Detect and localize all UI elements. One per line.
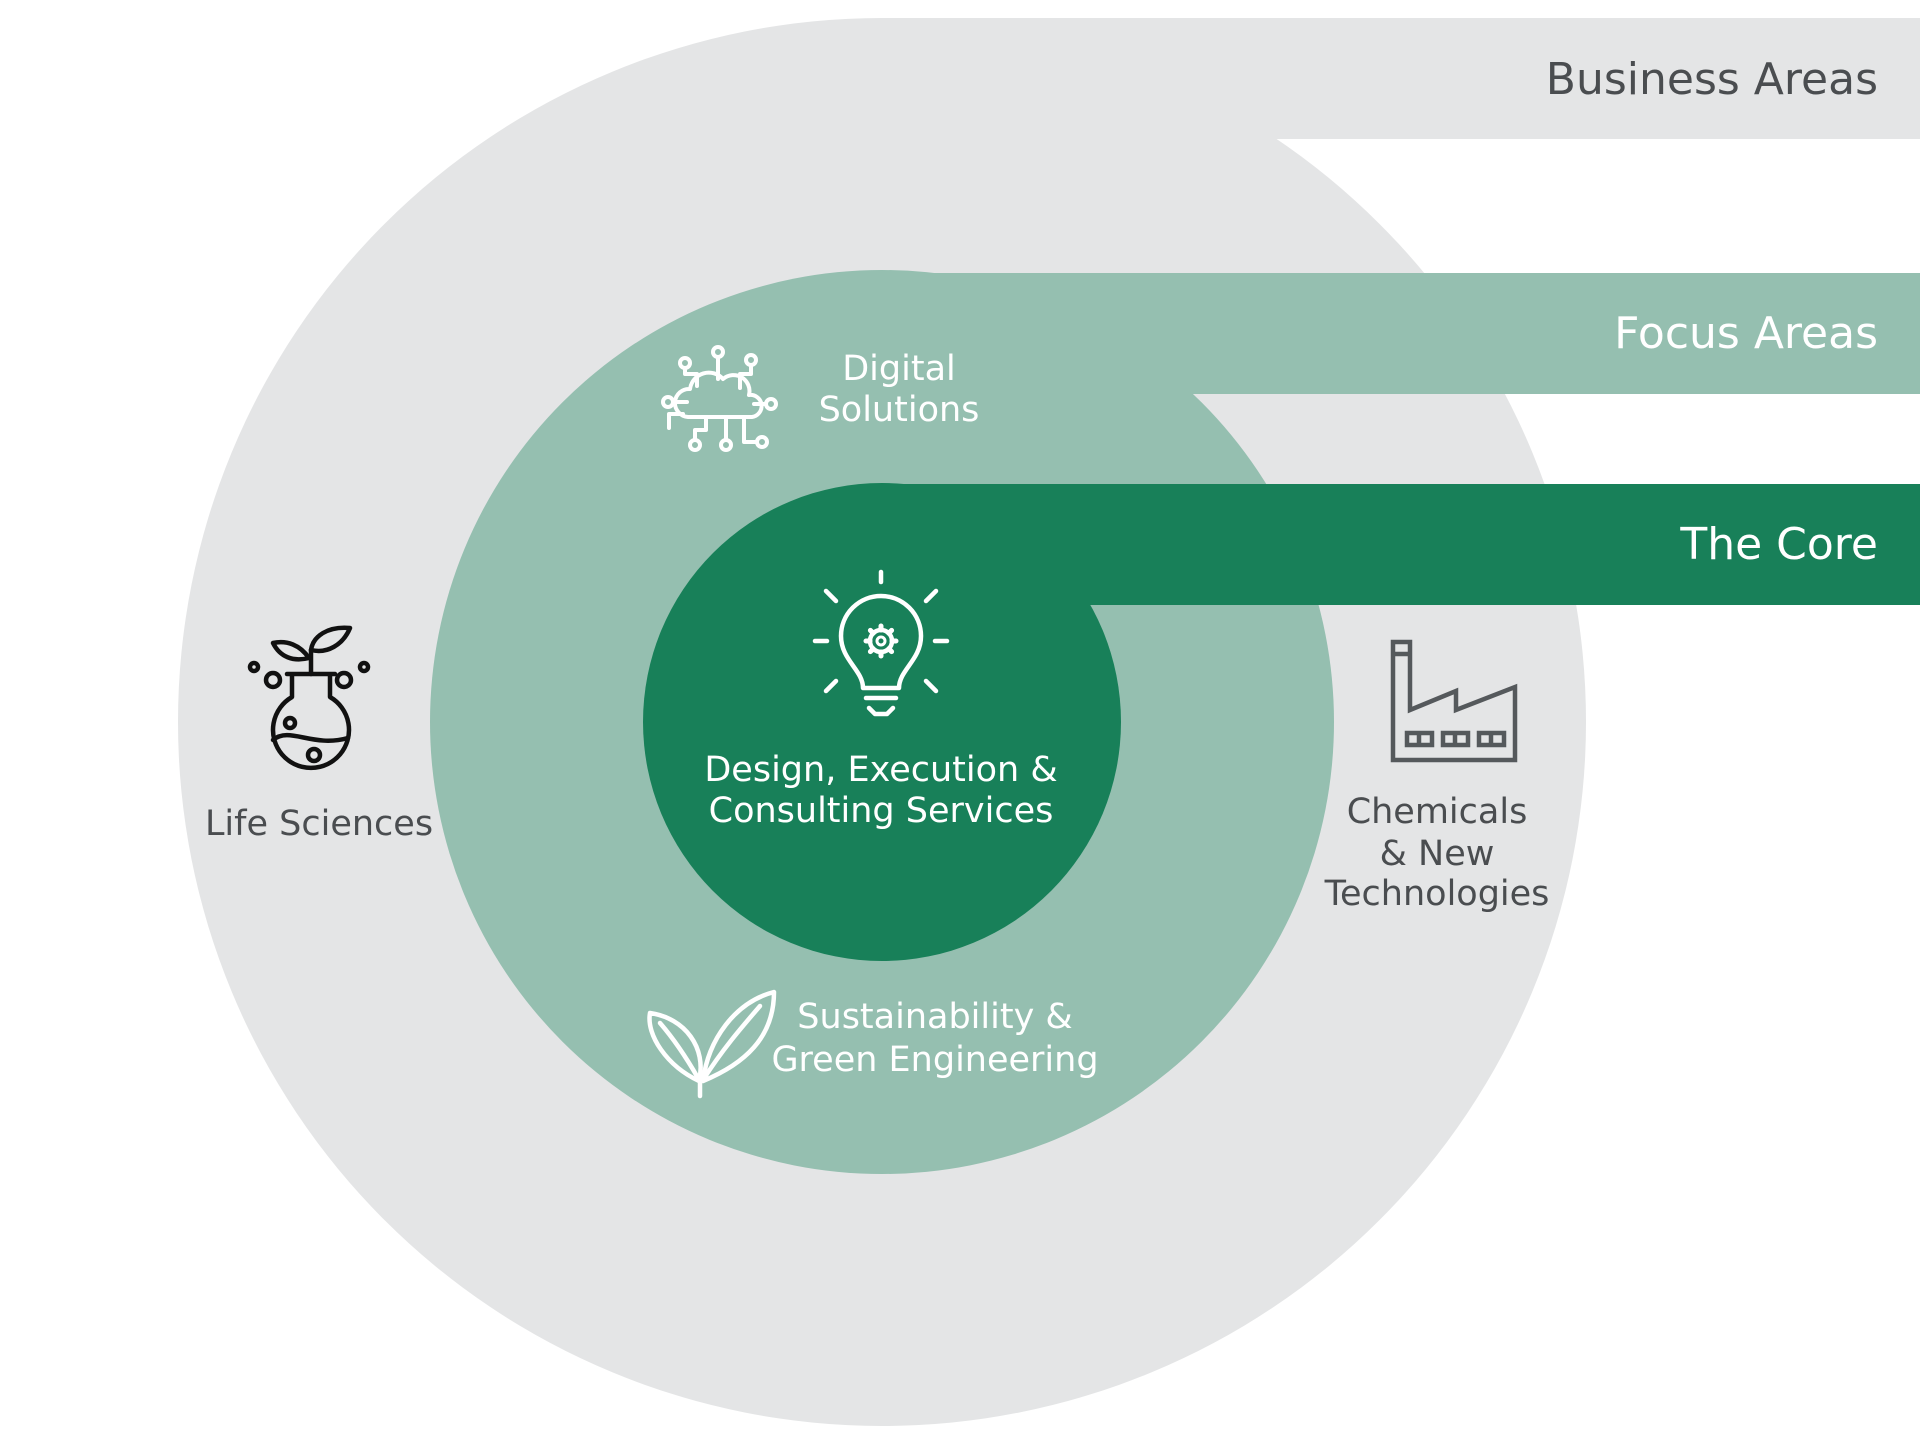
cloud-network-icon: [661, 345, 778, 452]
sustainability-line1: Sustainability &: [797, 997, 1072, 1037]
core-title-line2: Consulting Services: [709, 791, 1054, 831]
business-areas-band: [882, 18, 1920, 139]
chemicals-line3: Technologies: [1324, 874, 1550, 914]
factory-icon: [1390, 639, 1518, 763]
life-sciences-label: Life Sciences: [205, 804, 433, 844]
sustainability-line2: Green Engineering: [771, 1040, 1098, 1080]
core-layer: The Core: [643, 483, 1920, 961]
core-band-label: The Core: [1679, 519, 1878, 570]
digital-solutions-line1: Digital: [842, 349, 956, 389]
flask-plant-icon: [247, 625, 371, 771]
business-areas-label: Business Areas: [1546, 54, 1878, 105]
chemicals-line1: Chemicals: [1347, 792, 1528, 832]
core-title-line1: Design, Execution &: [704, 750, 1057, 790]
leaves-icon: [647, 989, 777, 1099]
digital-solutions-line2: Solutions: [819, 390, 980, 430]
focus-areas-label: Focus Areas: [1614, 308, 1878, 359]
lightbulb-gear-icon: [812, 569, 950, 717]
chemicals-line2: & New: [1380, 834, 1495, 874]
focus-areas-band: [882, 273, 1920, 394]
core-band: [882, 484, 1920, 605]
